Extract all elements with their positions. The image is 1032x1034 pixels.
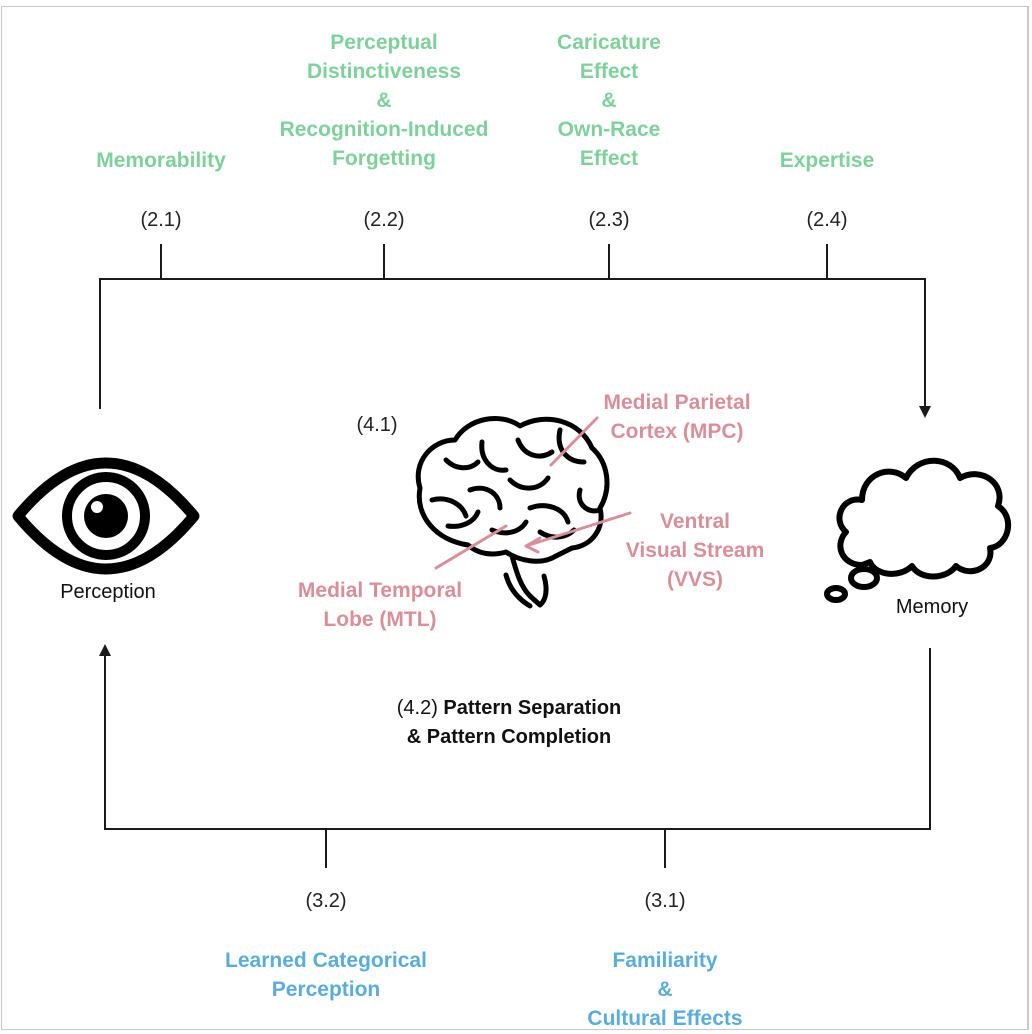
mpc-line-2: Cortex (MPC) <box>610 420 744 443</box>
eye-icon <box>12 457 200 575</box>
perceptual-line-4: Recognition-Induced <box>279 118 489 141</box>
memory-to-perception-arrow <box>99 644 931 830</box>
perceptual-line-3: & <box>376 89 392 112</box>
label-perceptual-distinctiveness: Perceptual Distinctiveness & Recognition… <box>280 28 489 173</box>
mpc-line-1: Medial Parietal <box>603 391 751 414</box>
label-learned-categorical: Learned Categorical Perception <box>225 946 427 1004</box>
caricature-line-3: & <box>601 89 617 112</box>
vvs-line-3: (VVS) <box>666 568 723 591</box>
caricature-line-2: Effect <box>579 60 639 83</box>
vvs-line-2: Visual Stream <box>625 539 765 562</box>
learned-line-2: Perception <box>271 978 381 1001</box>
mtl-pointer <box>434 524 508 570</box>
label-mtl: Medial Temporal Lobe (MTL) <box>298 576 462 634</box>
brain-region-pointers <box>434 416 632 570</box>
vvs-line-1: Ventral <box>659 510 731 533</box>
top-connector <box>99 244 931 418</box>
num-4-2: (4.2) <box>396 697 438 719</box>
caricature-line-5: Effect <box>579 147 639 170</box>
diagram-frame <box>1 6 1029 1030</box>
caricature-line-1: Caricature <box>557 31 661 54</box>
familiarity-line-3: Cultural Effects <box>587 1007 743 1030</box>
memorability-text: Memorability <box>96 149 226 172</box>
familiarity-line-1: Familiarity <box>612 949 718 972</box>
num-3-2: (3.2) <box>305 890 347 912</box>
memory-label: Memory <box>895 596 969 618</box>
label-pattern-separation: (4.2) Pattern Separation & Pattern Compl… <box>397 694 622 752</box>
label-vvs: Ventral Visual Stream (VVS) <box>626 507 765 594</box>
label-expertise: Expertise <box>780 146 875 175</box>
label-memorability: Memorability <box>96 146 226 175</box>
bottom-connector <box>99 644 931 868</box>
mpc-pointer <box>549 416 599 467</box>
perception-to-memory-arrow <box>99 278 931 418</box>
perceptual-line-1: Perceptual <box>330 31 438 54</box>
expertise-text: Expertise <box>779 149 875 172</box>
num-2-1: (2.1) <box>140 209 182 231</box>
label-familiarity: Familiarity & Cultural Effects <box>587 946 742 1033</box>
pattern-completion-text: & Pattern Completion <box>406 726 612 748</box>
label-mpc: Medial Parietal Cortex (MPC) <box>603 388 750 446</box>
perceptual-line-5: Forgetting <box>332 147 436 170</box>
num-3-1: (3.1) <box>644 890 686 912</box>
familiarity-line-2: & <box>657 978 673 1001</box>
thought-cloud-icon <box>824 457 1011 603</box>
perception-label: Perception <box>60 581 156 603</box>
learned-line-1: Learned Categorical <box>225 949 427 972</box>
num-2-4: (2.4) <box>806 209 848 231</box>
perceptual-line-2: Distinctiveness <box>306 60 462 83</box>
vvs-pointer-head <box>524 536 542 554</box>
caricature-line-4: Own-Race <box>557 118 661 141</box>
num-4-1: (4.1) <box>356 414 398 436</box>
brain-icon <box>415 416 610 609</box>
num-2-3: (2.3) <box>588 209 630 231</box>
mtl-line-1: Medial Temporal <box>297 579 463 602</box>
pattern-separation-text: Pattern Separation <box>443 697 622 719</box>
label-caricature-effect: Caricature Effect & Own-Race Effect <box>557 28 661 173</box>
num-2-2: (2.2) <box>363 209 405 231</box>
mtl-line-2: Lobe (MTL) <box>323 608 437 631</box>
vvs-pointer <box>524 511 632 548</box>
